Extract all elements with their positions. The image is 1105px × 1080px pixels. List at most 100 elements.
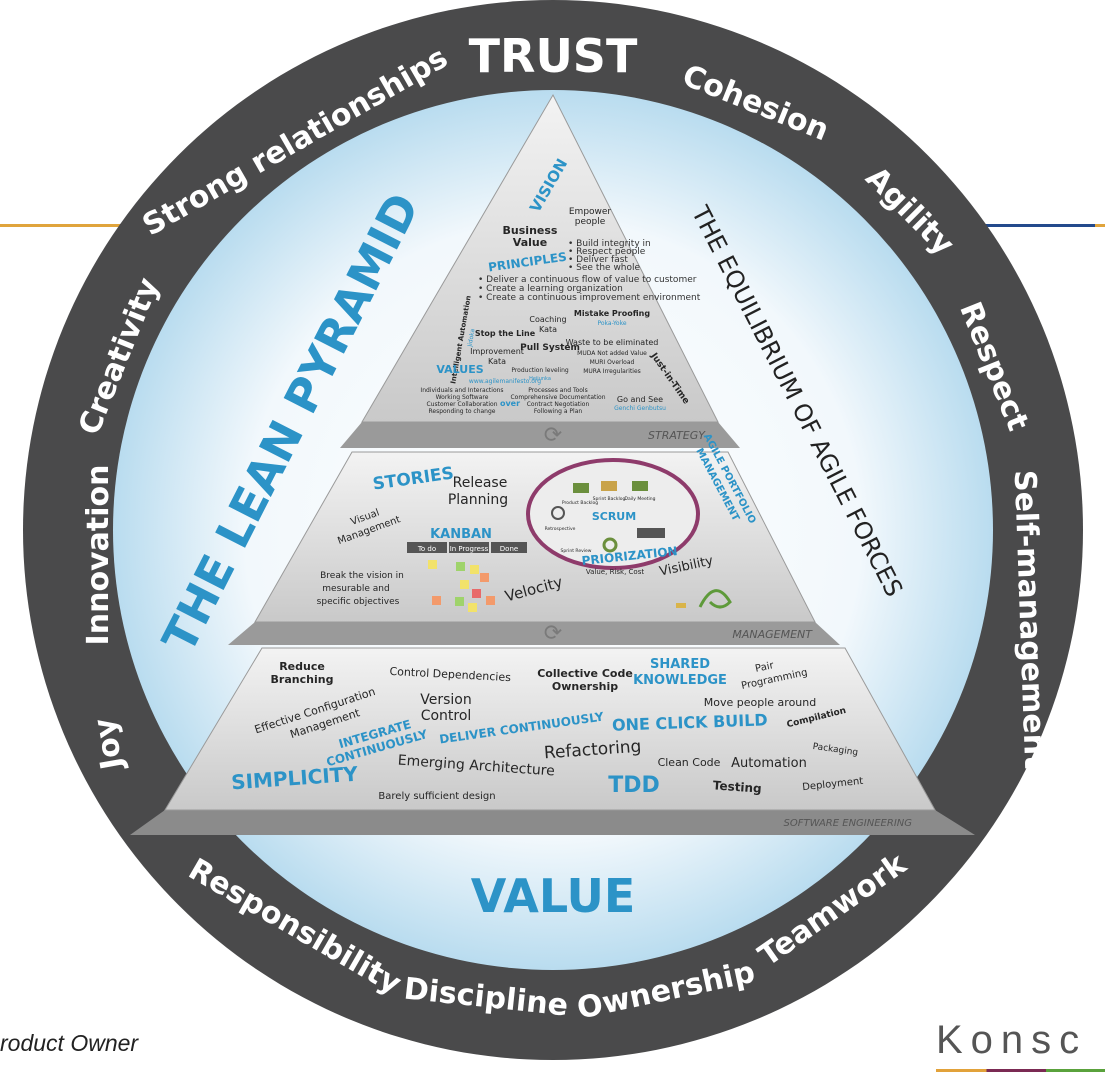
coins-icon — [676, 603, 686, 608]
sticky-note — [468, 603, 477, 612]
kanban-heading: KANBAN — [430, 527, 492, 542]
kanban-col-header — [491, 542, 527, 553]
value-left: Individuals and Interactions — [420, 387, 503, 394]
tdd: TDD — [608, 773, 660, 798]
company-logo: Konsc — [936, 1018, 1088, 1062]
pyramid — [130, 93, 975, 835]
scrum-node-icon — [632, 481, 648, 491]
sticky-note — [472, 589, 481, 598]
business-value-line-2: Value — [513, 236, 547, 249]
sticky-note — [460, 580, 469, 589]
ring-top-word: TRUST — [469, 29, 638, 83]
right-accent-tip — [1095, 224, 1105, 227]
right-accent-line — [960, 224, 1105, 227]
management-shelf — [228, 622, 840, 645]
management-label: MANAGEMENT — [732, 628, 813, 641]
values-heading: VALUES — [436, 363, 483, 376]
business-value-line-1: Business — [503, 224, 558, 237]
scrum-node-sprint-backlog: Sprint Backlog — [593, 496, 626, 502]
principle-bullet: • Build integrity in — [568, 239, 651, 249]
strategy-tier — [361, 93, 719, 423]
ring-bottom-word: VALUE — [471, 869, 636, 923]
cycle-icon: ⟳ — [544, 621, 562, 646]
ring-word-innovation: Innovation — [81, 465, 116, 646]
sticky-note — [455, 597, 464, 606]
engineering-label: SOFTWARE ENGINEERING — [784, 818, 913, 829]
principle-line: • Deliver a continuous flow of value to … — [478, 275, 697, 285]
sticky-note — [486, 596, 495, 605]
manifesto-url: www.agilemanifesto.org — [469, 378, 541, 385]
kanban-col-header — [449, 542, 489, 553]
pair-programming-1: Pair — [754, 660, 775, 675]
stop-the-line: Stop the Line — [475, 329, 536, 338]
strategy-label: STRATEGY — [648, 429, 706, 442]
coaching-kata-2: Kata — [539, 325, 557, 334]
sprint-cycle-icon — [602, 537, 618, 553]
scrum-node-review: Sprint Review — [561, 548, 592, 554]
principle-line: • Create a learning organization — [478, 284, 623, 294]
value-right: Processes and Tools — [528, 387, 587, 394]
sticky-note — [480, 573, 489, 582]
growth-spiral-icon — [698, 589, 732, 609]
value-right: Following a Plan — [534, 408, 583, 415]
strategy-shelf — [340, 422, 740, 448]
value-right: Comprehensive Documentation — [510, 394, 605, 401]
scrum-heading: SCRUM — [592, 510, 636, 523]
principle-line: • Create a continuous improvement enviro… — [478, 293, 701, 303]
release-planning-2: Planning — [448, 492, 508, 508]
collective-code-1: Collective Code — [537, 667, 633, 680]
scrum-node-icon — [637, 528, 665, 538]
principle-bullet: • Respect people — [568, 247, 646, 257]
improvement-kata-2: Kata — [488, 357, 506, 366]
values-over: over — [500, 399, 520, 408]
shared-knowledge-2: KNOWLEDGE — [633, 673, 727, 688]
collective-code-2: Ownership — [552, 680, 618, 693]
automation: Automation — [731, 756, 807, 771]
left-accent-line — [0, 224, 120, 227]
pull-system: Pull System — [520, 343, 580, 353]
go-and-see: Go and See — [617, 395, 663, 404]
principle-bullet: • See the whole — [568, 263, 641, 273]
scrum-node-product-backlog: Product Backlog — [562, 500, 598, 506]
principle-bullet: • Deliver fast — [568, 255, 628, 265]
sticky-note — [432, 596, 441, 605]
control-dependencies: Control Dependencies — [389, 665, 511, 684]
shared-knowledge-1: SHARED — [650, 657, 710, 672]
scrum-node-icon — [573, 483, 589, 493]
engineering-shelf — [130, 810, 975, 835]
scrum-node-retrospective: Retrospective — [545, 526, 576, 532]
footer-caption: roduct Owner — [0, 1030, 139, 1056]
scrum-node-daily: Daily Meeting — [625, 496, 656, 502]
priorization-sub: Value, Risk, Cost — [586, 568, 644, 576]
reduce-branching-1: Reduce — [279, 660, 325, 673]
kanban-board: To do In Progress Done — [407, 542, 527, 612]
poka-yoke: Poka-Yoke — [597, 320, 626, 327]
coaching-kata-1: Coaching — [529, 315, 566, 324]
mistake-proofing: Mistake Proofing — [574, 309, 650, 318]
break-vision-2: mesurable and — [322, 584, 389, 594]
value-left: Working Software — [436, 394, 489, 401]
break-vision-1: Break the vision in — [320, 571, 404, 581]
kanban-col-todo: To do — [417, 545, 436, 553]
jidoka: Jidoka — [466, 328, 476, 348]
cycle-icon: ⟳ — [544, 423, 562, 448]
version-control-2: Control — [421, 708, 472, 724]
mura: MURA Irregularities — [583, 368, 641, 375]
version-control-1: Version — [420, 692, 471, 708]
barely-sufficient: Barely sufficient design — [378, 791, 495, 802]
genchi-genbutsu: Genchi Genbutsu — [614, 405, 666, 412]
kanban-col-header — [407, 542, 447, 553]
empower-line-2: people — [575, 217, 606, 227]
value-left: Customer Collaboration — [426, 401, 497, 408]
muri: MURI Overload — [590, 359, 635, 366]
reduce-branching-2: Branching — [271, 673, 334, 686]
value-left: Responding to change — [428, 408, 495, 415]
magnifier-icon — [551, 506, 565, 520]
sticky-note — [456, 562, 465, 571]
move-people: Move people around — [704, 696, 816, 709]
scrum-node-icon — [601, 481, 617, 491]
kanban-col-progress: In Progress — [450, 545, 489, 553]
value-right: Contract Negotiation — [527, 401, 590, 408]
logo-underline — [936, 1069, 1105, 1072]
